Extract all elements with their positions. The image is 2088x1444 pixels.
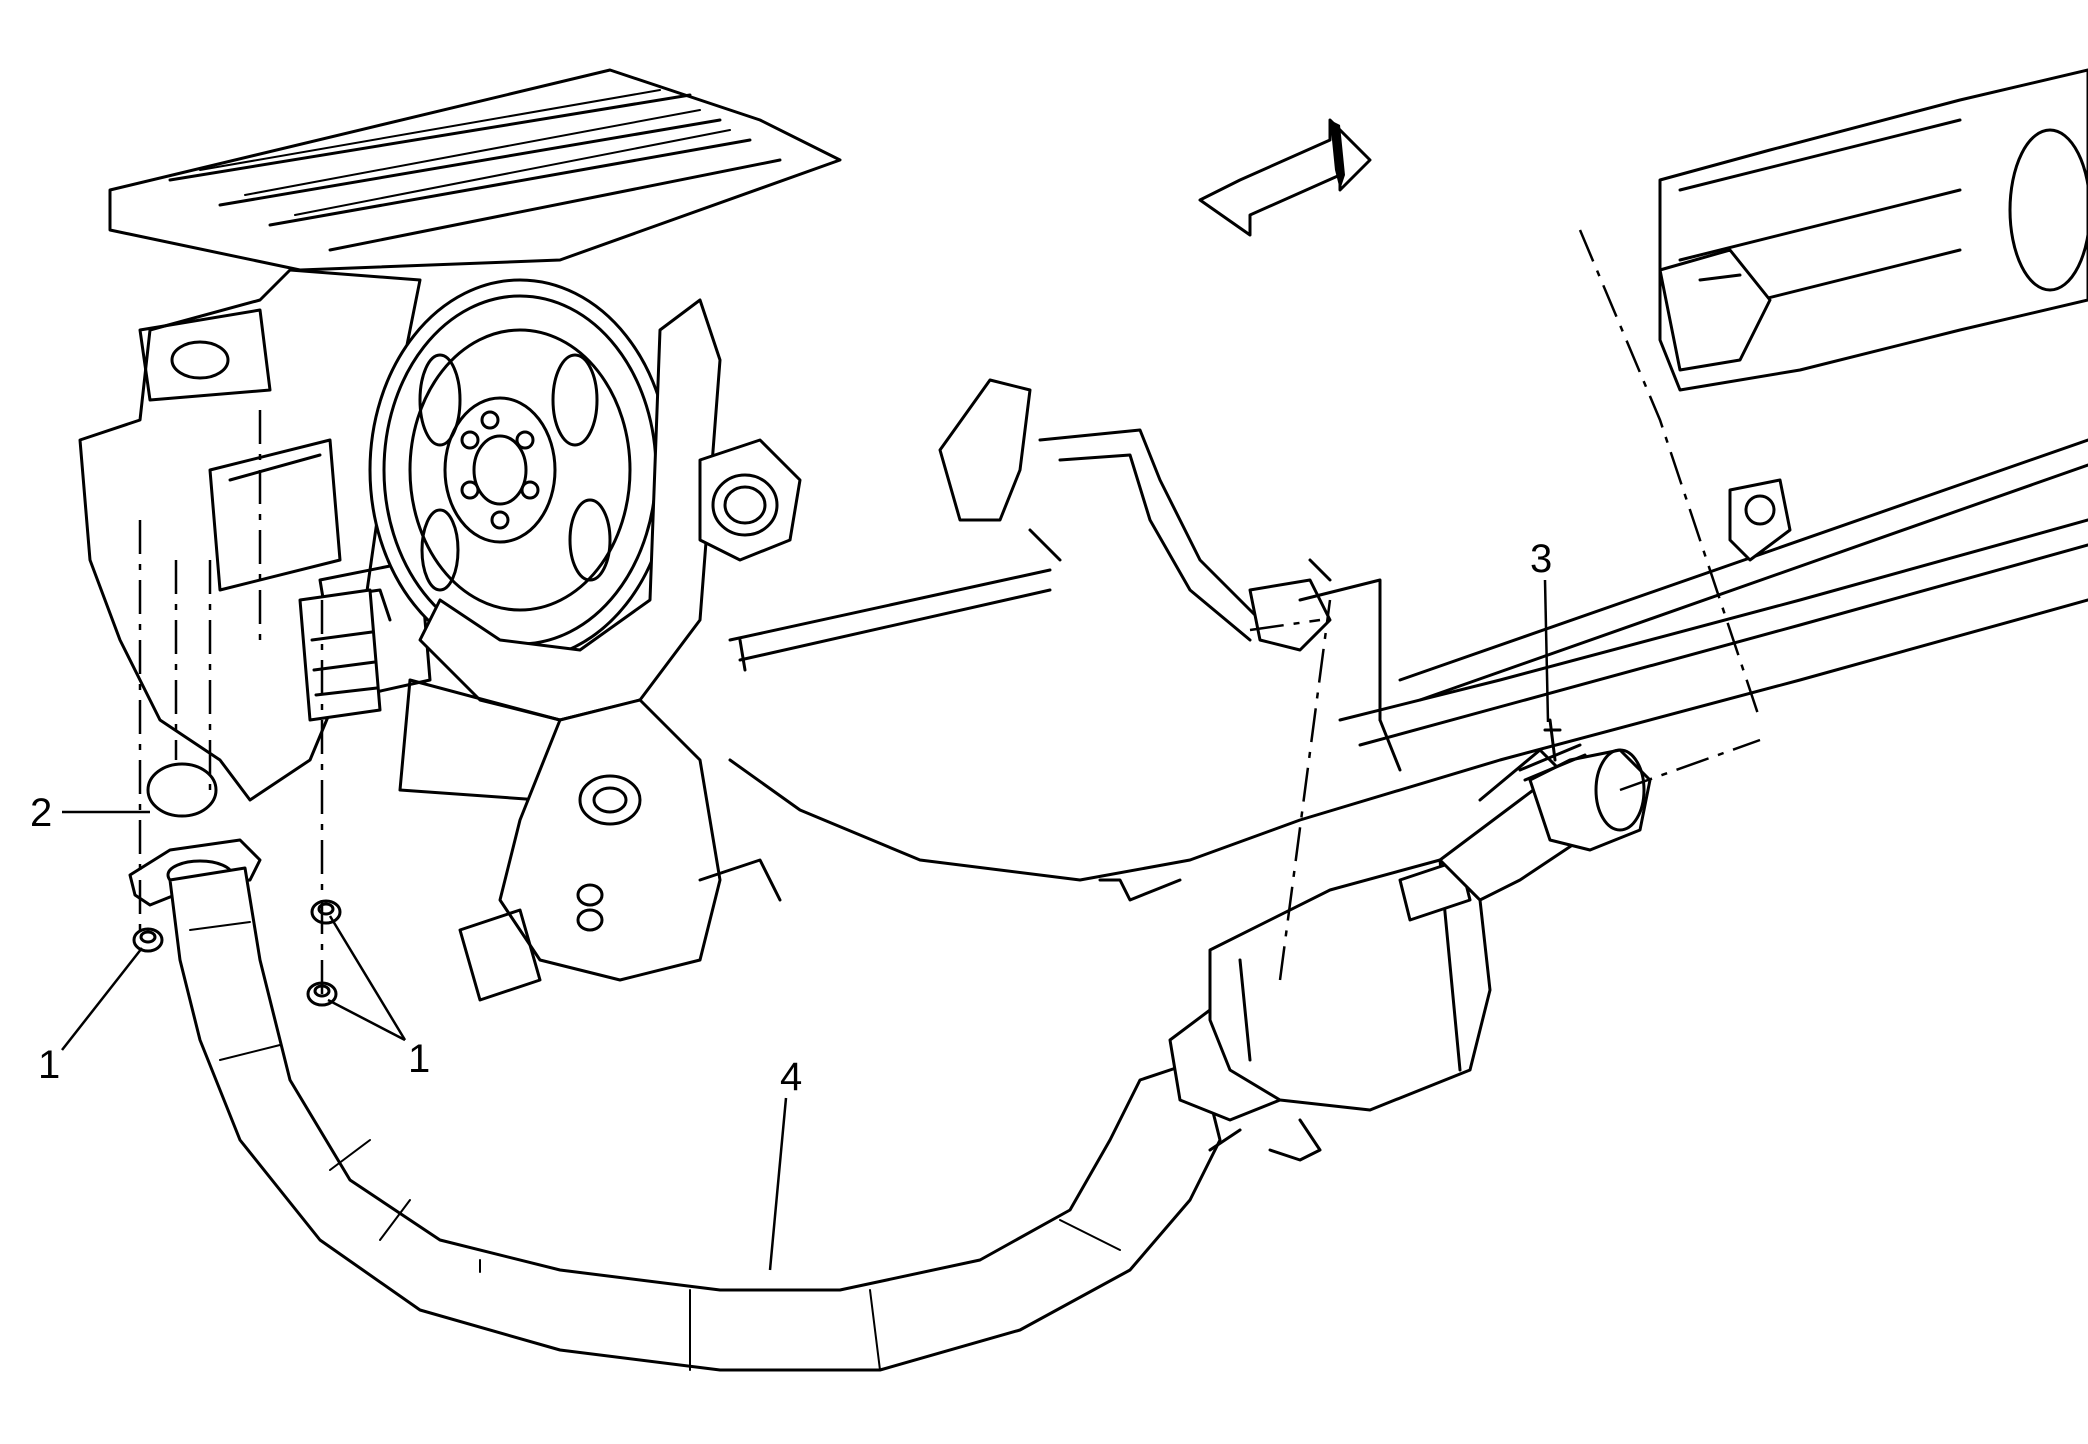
gasket-ring: [146, 762, 218, 818]
frame-rail: [728, 438, 2088, 902]
flywheel: [368, 278, 672, 662]
nuts: [132, 899, 342, 1007]
callouts: 2 1 1 3 4: [30, 537, 1552, 1099]
callout-1-right: 1: [408, 1037, 430, 1081]
engine-block: [78, 268, 432, 802]
fuel-line-bracket: [938, 378, 1332, 652]
clamp: [1518, 718, 1652, 852]
callout-1-left: 1: [38, 1043, 60, 1087]
callout-2: 2: [30, 791, 52, 835]
alignment-lines: [138, 229, 1762, 1000]
leader-lines: [61, 579, 1550, 1271]
callout-4: 4: [780, 1055, 802, 1099]
callout-3: 3: [1530, 537, 1552, 581]
rear-exhaust: [1658, 68, 2088, 562]
direction-arrow: [1198, 118, 1372, 237]
transmission-housing: [398, 298, 802, 802]
floor-pan: [108, 68, 842, 272]
engine-mount-bracket: [458, 698, 782, 1002]
catalytic-converter: [1168, 748, 1592, 1162]
